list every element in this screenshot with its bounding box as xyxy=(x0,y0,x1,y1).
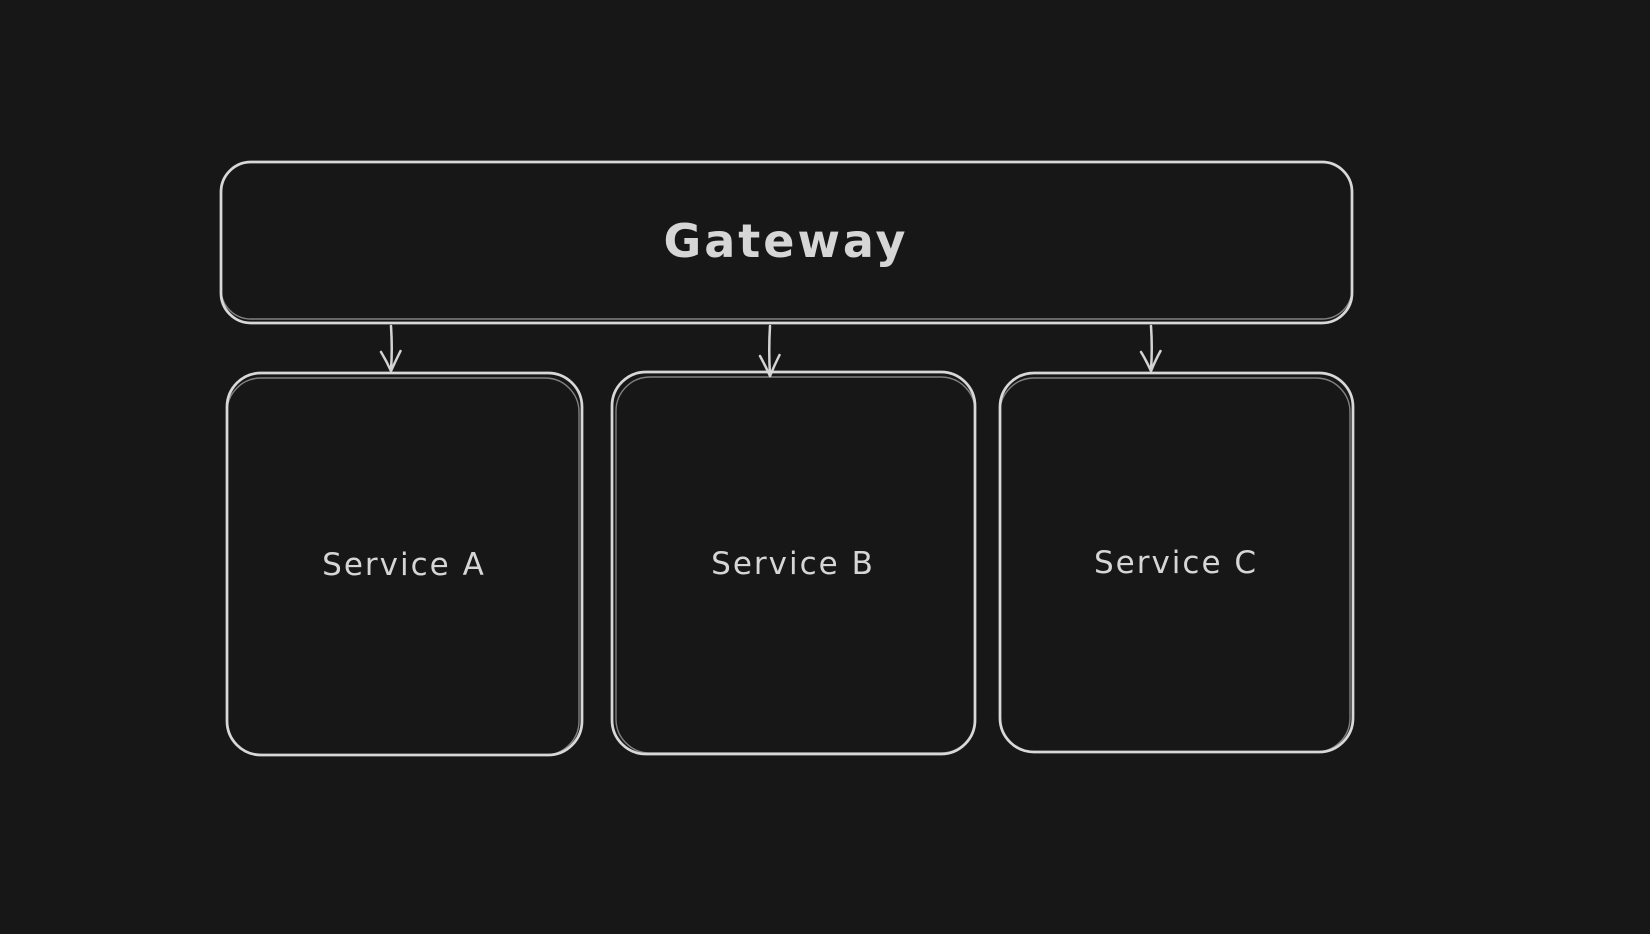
arrow-gateway-to-service-a[interactable] xyxy=(379,324,402,373)
node-service-b-label: Service B xyxy=(711,546,875,582)
node-service-c-outline xyxy=(998,371,1355,754)
node-service-b-outline xyxy=(610,370,977,756)
arrow-head xyxy=(758,353,781,378)
node-service-a-label: Service A xyxy=(322,547,486,583)
node-gateway-label: Gateway xyxy=(663,214,908,268)
node-gateway-outline xyxy=(219,160,1354,325)
arrow-shaft xyxy=(1149,324,1153,372)
node-service-a[interactable]: Service A xyxy=(225,371,584,757)
node-service-c[interactable]: Service C xyxy=(998,371,1355,754)
arrow-head xyxy=(379,349,402,373)
arrow-head xyxy=(1139,349,1162,373)
arrow-gateway-to-service-b[interactable] xyxy=(758,324,781,378)
arrow-shaft xyxy=(389,324,393,372)
node-gateway[interactable]: Gateway xyxy=(219,160,1354,325)
arrow-shaft xyxy=(768,324,772,377)
node-service-a-outline xyxy=(225,371,584,757)
arrow-gateway-to-service-c[interactable] xyxy=(1139,324,1162,373)
node-service-c-label: Service C xyxy=(1094,545,1258,581)
node-service-b[interactable]: Service B xyxy=(610,370,977,756)
